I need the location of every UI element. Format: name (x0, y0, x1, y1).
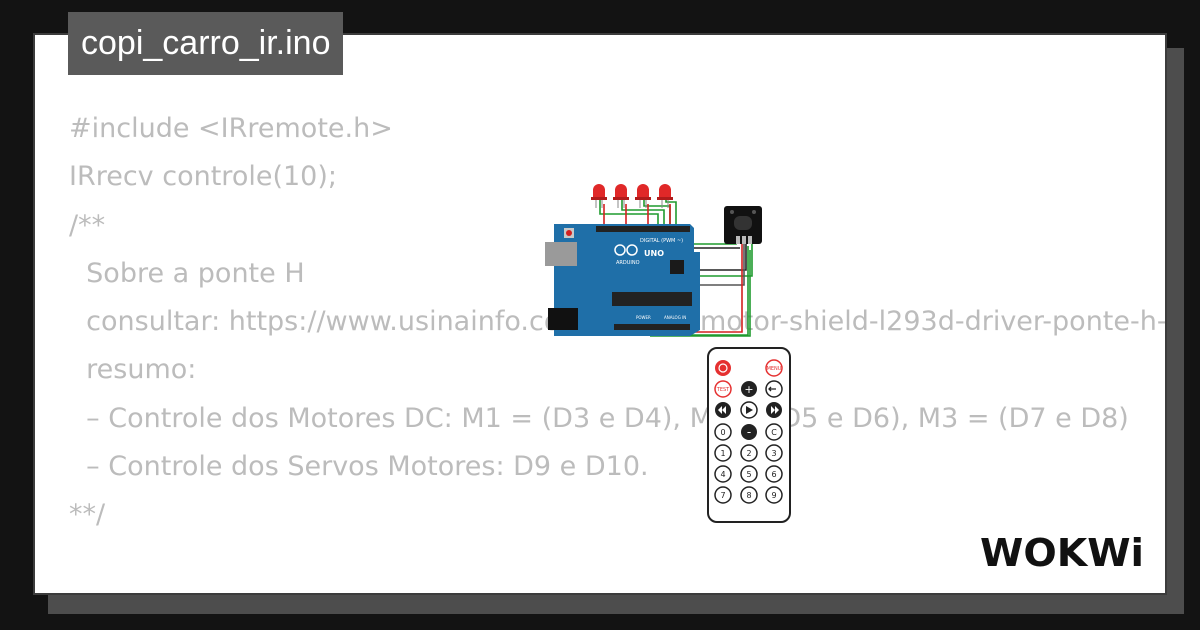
led-red-2 (613, 184, 629, 208)
remote-digit-4-button: 4 (714, 465, 732, 483)
led-red-4 (657, 184, 673, 208)
remote-power-button (715, 360, 731, 376)
code-line: **/ (69, 499, 106, 531)
svg-text:MENU: MENU (767, 366, 782, 372)
code-line: #include <IRremote.h> (69, 113, 393, 144)
svg-text:5: 5 (746, 470, 751, 479)
svg-text:3: 3 (771, 449, 776, 458)
remote-plus-button: + (741, 381, 757, 397)
remote-digit-3-button: 3 (765, 444, 783, 462)
remote-prev-button (715, 402, 731, 418)
remote-menu-button: MENU (765, 359, 783, 377)
code-line: /** (69, 209, 106, 241)
svg-text:-: - (747, 425, 751, 439)
board-power-label: POWER (636, 315, 651, 320)
svg-text:4: 4 (720, 470, 725, 479)
board-brand-label: ARDUINO (616, 260, 640, 266)
remote-digit-8-button: 8 (740, 486, 758, 504)
led-red-1 (591, 184, 607, 208)
remote-minus-button: - (741, 424, 757, 440)
project-file-title: copi_carro_ir.ino (68, 12, 344, 75)
remote-digit-7-button: 7 (714, 486, 732, 504)
remote-digit-9-button: 9 (765, 486, 783, 504)
ir-receiver-module (724, 206, 762, 244)
code-line: IRrecv controle(10); (69, 161, 337, 193)
remote-clear-button: C (765, 423, 783, 441)
remote-back-button (765, 380, 783, 398)
board-analog-label: ANALOG IN (664, 315, 686, 320)
remote-digit-5-button: 5 (740, 465, 758, 483)
remote-play-button (740, 401, 758, 419)
svg-text:2: 2 (746, 449, 751, 458)
svg-text:8: 8 (746, 491, 751, 500)
svg-text:TEST: TEST (716, 387, 730, 393)
led-red-3 (635, 184, 651, 208)
svg-text:6: 6 (771, 470, 776, 479)
circuit-diagram: DIGITAL (PWM ~) UNO ARDUINO POWER ANALOG… (545, 184, 791, 523)
svg-text:+: + (744, 383, 753, 396)
svg-text:7: 7 (720, 491, 725, 500)
svg-text:9: 9 (771, 491, 776, 500)
remote-digit-1-button: 1 (714, 444, 732, 462)
remote-test-button: TEST (714, 380, 732, 398)
code-line: Sobre a ponte H (69, 257, 305, 289)
remote-digit-6-button: 6 (765, 465, 783, 483)
board-model-label: UNO (644, 249, 664, 258)
svg-text:C: C (771, 428, 777, 437)
svg-text:1: 1 (720, 449, 725, 458)
led-group (591, 184, 673, 208)
svg-text:0: 0 (720, 428, 725, 437)
code-line: – Controle dos Servos Motores: D9 e D10. (69, 451, 649, 483)
code-line: resumo: (69, 354, 197, 386)
remote-next-button (766, 402, 782, 418)
board-digital-label: DIGITAL (PWM ~) (640, 238, 683, 244)
arduino-uno-board: DIGITAL (PWM ~) UNO ARDUINO POWER ANALOG… (545, 224, 700, 336)
remote-digit-0-button: 0 (714, 423, 732, 441)
remote-digit-2-button: 2 (740, 444, 758, 462)
wokwi-logo: WOKWi (980, 531, 1144, 575)
ir-remote: MENU TEST + 0 - C 1 2 3 4 5 6 7 8 9 (707, 347, 791, 523)
wokwi-logo-text: WOKWi (980, 531, 1144, 575)
